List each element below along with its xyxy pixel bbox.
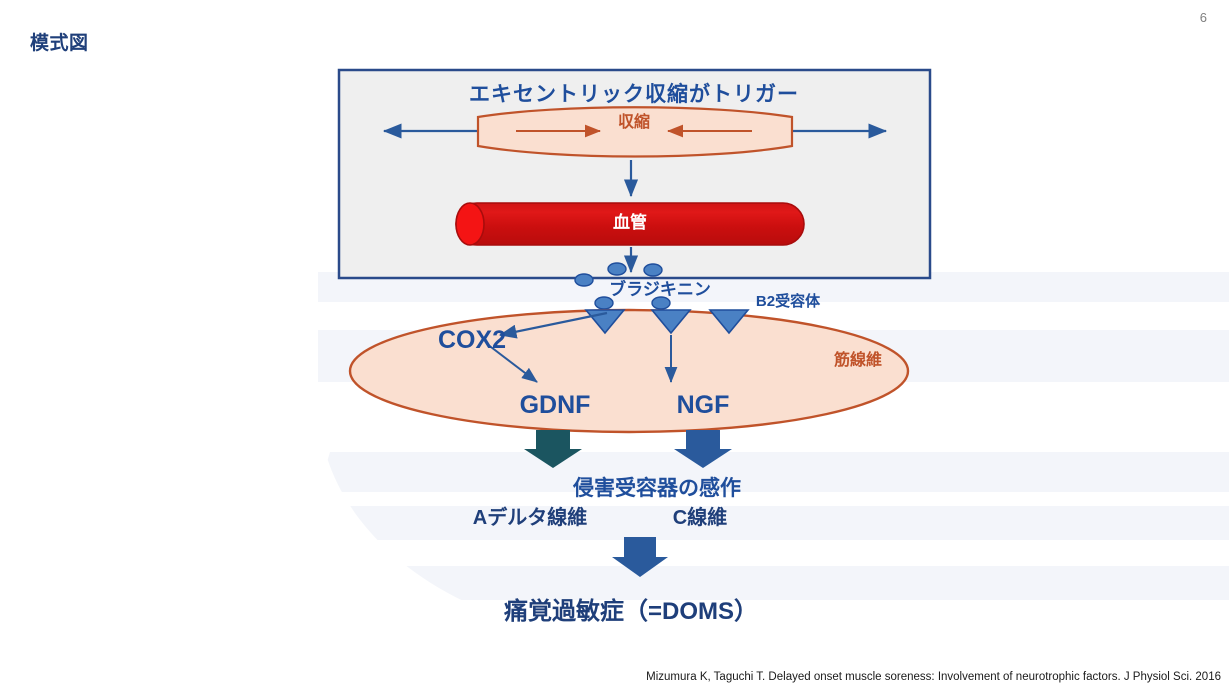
receptor-to-cox2-arrow <box>498 311 608 339</box>
doms-block-arrow <box>612 537 668 577</box>
a-delta-fiber-label: Aデルタ線維 <box>472 507 588 529</box>
ngf-block-arrow <box>674 430 732 468</box>
ngf-label: NGF <box>676 391 730 419</box>
bradykinin-label: ブラジキニン <box>609 280 711 299</box>
page-number: 6 <box>1199 10 1207 25</box>
doms-label: 痛覚過敏症（=DOMS） <box>503 598 759 625</box>
sensitization-label: 侵害受容器の感作 <box>573 477 741 500</box>
gdnf-block-arrow <box>524 430 582 468</box>
muscle-spindle-shape <box>476 106 794 158</box>
citation-text: Mizumura K, Taguchi T. Delayed onset mus… <box>646 671 1221 683</box>
muscle-fiber-shape <box>348 308 910 434</box>
muscle-fiber-label: 筋線維 <box>833 352 883 369</box>
trigger-box-header: エキセントリック収縮がトリガー <box>469 83 799 106</box>
blood-vessel-shape <box>455 202 805 246</box>
page-title: 模式図 <box>30 33 89 54</box>
cox2-label: COX2 <box>437 326 507 354</box>
bradykinin-molecules <box>574 262 671 310</box>
contraction-label: 収縮 <box>617 114 651 131</box>
cox2-to-gdnf-arrow <box>486 343 538 383</box>
blood-vessel-label: 血管 <box>613 213 647 232</box>
b2-receptor-label: B2受容体 <box>755 293 821 310</box>
gdnf-label: GDNF <box>519 391 591 419</box>
c-fiber-label: C線維 <box>672 507 728 529</box>
